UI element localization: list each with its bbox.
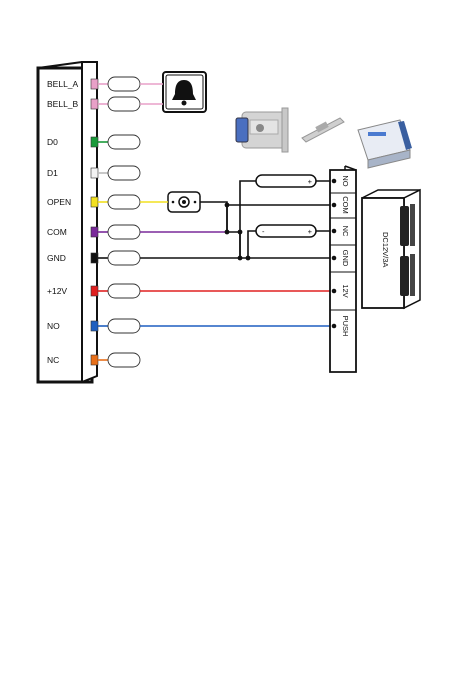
terminal-label: D1 [47,168,58,178]
lock-no-icon: + [256,175,316,187]
lock-bolt-icon [302,118,344,142]
doorbell-icon [163,72,206,112]
terminal-label: COM [47,227,67,237]
terminal-label: D0 [47,137,58,147]
electric-lock-icon [236,108,288,152]
terminal-pin [91,286,98,296]
wire-lock2-left [248,231,256,258]
terminal-open: OPEN [47,195,140,209]
terminal-label: NO [47,321,60,331]
svg-text:+: + [308,177,313,186]
power-terminal-label: PUSH [341,316,350,337]
wire-connector [108,284,140,298]
wire-com-join [227,232,240,258]
terminal-label: OPEN [47,197,71,207]
terminal-label: NC [47,355,59,365]
terminal-label: GND [47,253,66,263]
power-controller-icon [358,120,412,168]
terminal-pin [91,253,98,263]
terminal-screw [332,203,337,208]
power-terminal-label: NC [341,226,350,237]
wire-connector [108,97,140,111]
terminal-label: +12V [47,286,67,296]
terminal-com: COM [47,225,140,239]
terminal-screw [332,179,337,184]
terminal-bella: BELL_A [47,77,140,91]
terminal-pin [91,321,98,331]
wire-connector [108,135,140,149]
terminal-pin [91,197,98,207]
wire-connector [108,225,140,239]
reader-board [38,62,97,382]
terminal-screw [332,229,337,234]
svg-text:+: + [308,227,313,236]
power-terminal-label: NO [341,175,350,186]
terminal-pin [91,137,98,147]
terminal-pin [91,99,98,109]
power-terminal-label: COM [341,196,350,214]
power-terminal-label: 12V [341,284,350,297]
terminal-screw [332,324,337,329]
power-supply-box: DC12V/3A [362,190,420,308]
terminal-label: BELL_A [47,79,79,89]
terminal-label: BELL_B [47,99,79,109]
terminal-pin [91,227,98,237]
wire-connector [108,319,140,333]
wire-connector [108,166,140,180]
terminal-screw [332,256,337,261]
wire-connector [108,77,140,91]
wire-connector [108,195,140,209]
wire-exit-return [200,202,227,232]
terminal-pin [91,168,98,178]
power-terminal-label: GND [341,250,350,267]
terminal-12v: +12V [47,284,140,298]
terminal-pin [91,79,98,89]
exit-button-icon [168,192,200,212]
terminal-bellb: BELL_B [47,97,140,111]
power-supply-label: DC12V/3A [381,232,390,267]
terminal-gnd: GND [47,251,140,265]
wire-connector [108,353,140,367]
wire-connector [108,251,140,265]
terminal-pin [91,355,98,365]
terminal-screw [332,289,337,294]
lock-nc-icon: - + [256,225,316,237]
